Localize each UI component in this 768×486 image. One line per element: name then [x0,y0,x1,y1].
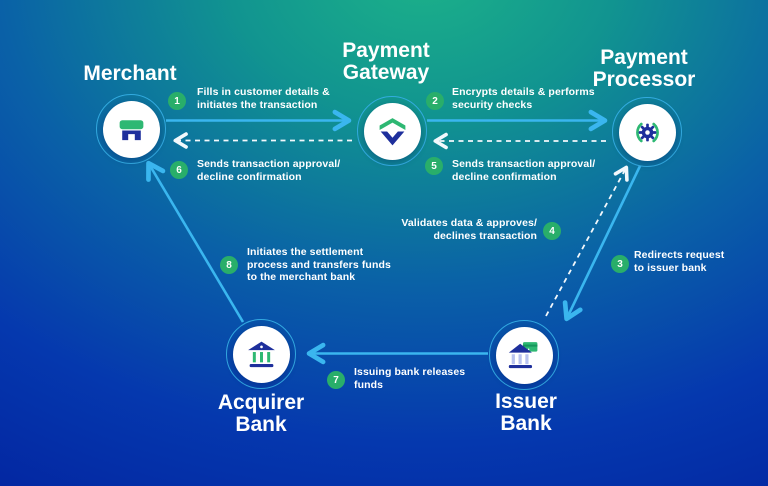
step-line: declines transaction [433,229,537,242]
step-text-7: Issuing bank releases funds [354,366,465,391]
step-badge-2: 2 [426,92,444,110]
step-text-1: Fills in customer details & initiates th… [197,86,330,111]
step-number: 4 [549,225,555,237]
label-line: Bank [500,412,552,435]
step-line: initiates the transaction [197,98,318,111]
step-text-4: Validates data & approves/ declines tran… [401,217,537,242]
step-badge-4: 4 [543,222,561,240]
label-line: Acquirer [217,391,305,414]
step-badge-3: 3 [611,255,629,273]
step-line: Validates data & approves/ [401,217,537,229]
label-line: Issuer [495,390,557,413]
node-circle [363,102,421,160]
label-line: Bank [235,413,287,436]
node-label-payment-processor: Payment Processor [593,47,696,91]
node-payment-processor [612,97,682,167]
node-circle [618,103,676,161]
step-line: Encrypts details & performs [452,86,595,98]
node-label-issuer-bank: Issuer Bank [495,391,557,435]
label-line: Payment [342,39,430,62]
shield-icon [379,117,405,145]
bank-icon [247,341,275,367]
step-text-5: Sends transaction approval/ decline conf… [452,158,595,183]
node-circle [102,100,160,158]
node-payment-gateway [357,96,427,166]
step-number: 3 [617,258,623,270]
node-label-payment-gateway: Payment Gateway [342,40,430,84]
step-line: security checks [452,98,533,111]
step-text-6: Sends transaction approval/ decline conf… [197,158,340,183]
step-badge-5: 5 [425,157,443,175]
step-line: Redirects request [634,249,725,261]
node-merchant [96,94,166,164]
step-number: 1 [174,95,180,107]
label-line: Gateway [342,61,430,84]
step-number: 2 [432,95,438,107]
node-acquirer-bank [226,319,296,389]
node-label-acquirer-bank: Acquirer Bank [218,392,304,436]
label-line: Merchant [83,62,177,85]
node-circle [232,325,290,383]
node-label-merchant: Merchant [83,63,176,85]
step-line: Initiates the settlement [247,246,364,258]
step-text-2: Encrypts details & performs security che… [452,86,595,111]
step-line: funds [354,378,384,391]
node-issuer-bank [489,320,559,390]
step-line: Fills in customer details & [197,86,330,98]
step-line: Issuing bank releases [354,366,466,378]
arrow-processor-to-issuer [562,165,642,322]
step-line: to issuer bank [634,261,707,274]
storefront-icon [119,119,143,140]
step-badge-8: 8 [220,256,238,274]
step-line: decline confirmation [452,170,557,183]
step-line: Sends transaction approval/ [452,158,596,170]
node-circle [495,326,553,384]
step-number: 7 [333,374,339,386]
step-text-8: Initiates the settlement process and tra… [247,246,391,284]
arrow-acquirer-to-merchant [146,160,245,323]
step-line: Sends transaction approval/ [197,158,341,170]
label-line: Payment [600,46,688,69]
gear-icon [635,122,659,142]
step-line: decline confirmation [197,170,302,183]
step-badge-7: 7 [327,371,345,389]
step-number: 8 [226,259,232,271]
step-number: 6 [176,164,182,176]
step-badge-1: 1 [168,92,186,110]
step-line: process and transfers funds [247,258,391,271]
step-badge-6: 6 [170,161,188,179]
step-number: 5 [431,160,437,172]
arrow-issuer-to-processor-dashed [545,165,629,317]
bank-card-icon [508,341,537,368]
label-line: Processor [592,68,696,91]
step-text-3: Redirects request to issuer bank [634,249,724,274]
step-line: to the merchant bank [247,271,356,283]
